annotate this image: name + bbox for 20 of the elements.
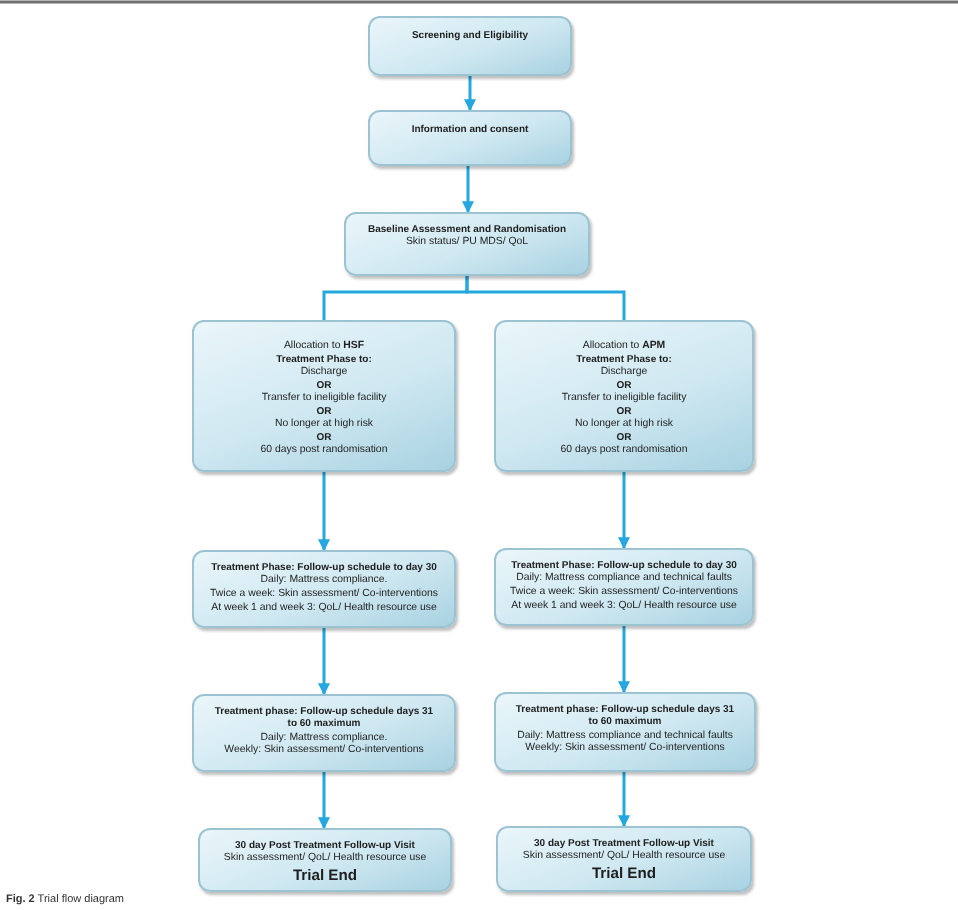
arrow [618, 626, 630, 694]
process-box [192, 550, 456, 628]
arrow [318, 772, 330, 830]
process-box [368, 16, 572, 76]
process-box [198, 828, 452, 892]
arrow [464, 76, 476, 112]
process-box [494, 692, 756, 772]
arrow [318, 472, 330, 552]
arrow [618, 772, 630, 828]
arrow [318, 628, 330, 696]
connector-line [465, 276, 626, 320]
process-box [192, 694, 456, 772]
process-box [496, 826, 752, 892]
process-box [192, 320, 456, 472]
process-box [368, 110, 572, 166]
process-box [494, 548, 754, 626]
arrow [618, 472, 630, 550]
process-box [494, 320, 754, 472]
arrow [462, 166, 474, 214]
process-box [344, 212, 590, 276]
